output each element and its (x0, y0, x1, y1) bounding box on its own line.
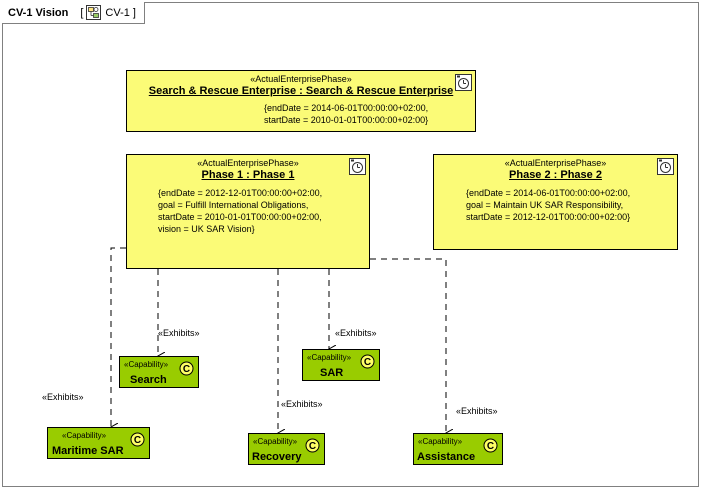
capability-c-icon: C (305, 438, 320, 453)
exhibits-link-assistance[interactable] (370, 258, 446, 433)
exhibits-label-search: «Exhibits» (158, 328, 200, 338)
capability-maritime-sar[interactable]: «Capability» Maritime SAR C (47, 427, 150, 459)
diagram-title: CV-1 Vision (8, 6, 69, 19)
phase1-prop-goal: goal = Fulfill International Obligations… (158, 200, 309, 210)
enterprise-prop-startdate: startDate = 2010-01-01T00:00:00+02:00} (264, 115, 429, 125)
enterprise-name: Search & Rescue Enterprise : Search & Re… (148, 85, 454, 97)
phase2-prop-goal: goal = Maintain UK SAR Responsibility, (466, 200, 624, 210)
diagram-icon (86, 5, 102, 20)
diagram-frame-tab[interactable]: CV-1 Vision [ CV-1 ] (2, 2, 145, 24)
capability-stereotype: «Capability» (124, 360, 169, 369)
capability-name: Recovery (252, 451, 302, 463)
exhibits-label-sar: «Exhibits» (335, 328, 377, 338)
capability-c-icon: C (130, 432, 145, 447)
clock-icon (349, 158, 366, 175)
svg-text:C: C (134, 435, 141, 446)
exhibits-link-maritime[interactable] (111, 247, 126, 427)
svg-text:C: C (309, 441, 316, 452)
phase1-prop-vision: vision = UK SAR Vision} (158, 224, 255, 234)
capability-stereotype: «Capability» (62, 431, 107, 440)
capability-stereotype: «Capability» (418, 437, 463, 446)
phase2-prop-enddate: {endDate = 2014-06-01T00:00:00+02:00, (466, 188, 631, 198)
phase2-prop-startdate: startDate = 2012-12-01T00:00:00+02:00} (466, 212, 631, 222)
capability-name: Search (130, 374, 167, 386)
phase2-properties: {endDate = 2014-06-01T00:00:00+02:00, go… (466, 187, 630, 223)
phase2-stereotype: «ActualEnterprisePhase» (504, 158, 607, 168)
enterprise-phase-box[interactable]: «ActualEnterprisePhase» Search & Rescue … (126, 70, 476, 132)
capability-stereotype: «Capability» (253, 437, 298, 446)
enterprise-prop-enddate: {endDate = 2014-06-01T00:00:00+02:00, (264, 103, 429, 113)
phase2-name: Phase 2 : Phase 2 (509, 169, 602, 181)
exhibits-label-recovery: «Exhibits» (281, 399, 323, 409)
enterprise-properties: {endDate = 2014-06-01T00:00:00+02:00, st… (264, 102, 428, 126)
svg-text:C: C (183, 364, 190, 375)
capability-name: Assistance (417, 451, 476, 463)
phase1-name: Phase 1 : Phase 1 (201, 169, 295, 181)
exhibits-label-assistance: «Exhibits» (456, 406, 498, 416)
capability-search[interactable]: «Capability» Search C (119, 356, 199, 388)
phase1-properties: {endDate = 2012-12-01T00:00:00+02:00, go… (158, 187, 322, 235)
diagram-ref: CV-1 (105, 6, 130, 19)
capability-recovery[interactable]: «Capability» Recovery C (248, 433, 325, 465)
capability-name: Maritime SAR (52, 445, 124, 457)
capability-name: SAR (320, 367, 344, 379)
capability-c-icon: C (179, 361, 194, 376)
svg-text:C: C (364, 357, 371, 368)
capability-c-icon: C (360, 354, 375, 369)
phase2-box[interactable]: «ActualEnterprisePhase» Phase 2 : Phase … (433, 154, 678, 250)
phase1-prop-startdate: startDate = 2010-01-01T00:00:00+02:00, (158, 212, 322, 222)
capability-sar[interactable]: «Capability» SAR C (302, 349, 380, 381)
phase1-box[interactable]: «ActualEnterprisePhase» Phase 1 : Phase … (126, 154, 370, 269)
capability-stereotype: «Capability» (307, 353, 352, 362)
capability-c-icon: C (483, 438, 498, 453)
clock-icon (657, 158, 674, 175)
enterprise-stereotype: «ActualEnterprisePhase» (250, 74, 352, 84)
clock-icon (455, 74, 472, 91)
open-bracket: [ (80, 6, 84, 19)
exhibits-label-maritime: «Exhibits» (42, 392, 84, 402)
capability-assistance[interactable]: «Capability» Assistance C (413, 433, 503, 465)
svg-text:C: C (487, 441, 494, 452)
close-bracket: ] (132, 6, 136, 19)
phase1-prop-enddate: {endDate = 2012-12-01T00:00:00+02:00, (158, 188, 323, 198)
phase1-stereotype: «ActualEnterprisePhase» (197, 158, 299, 168)
